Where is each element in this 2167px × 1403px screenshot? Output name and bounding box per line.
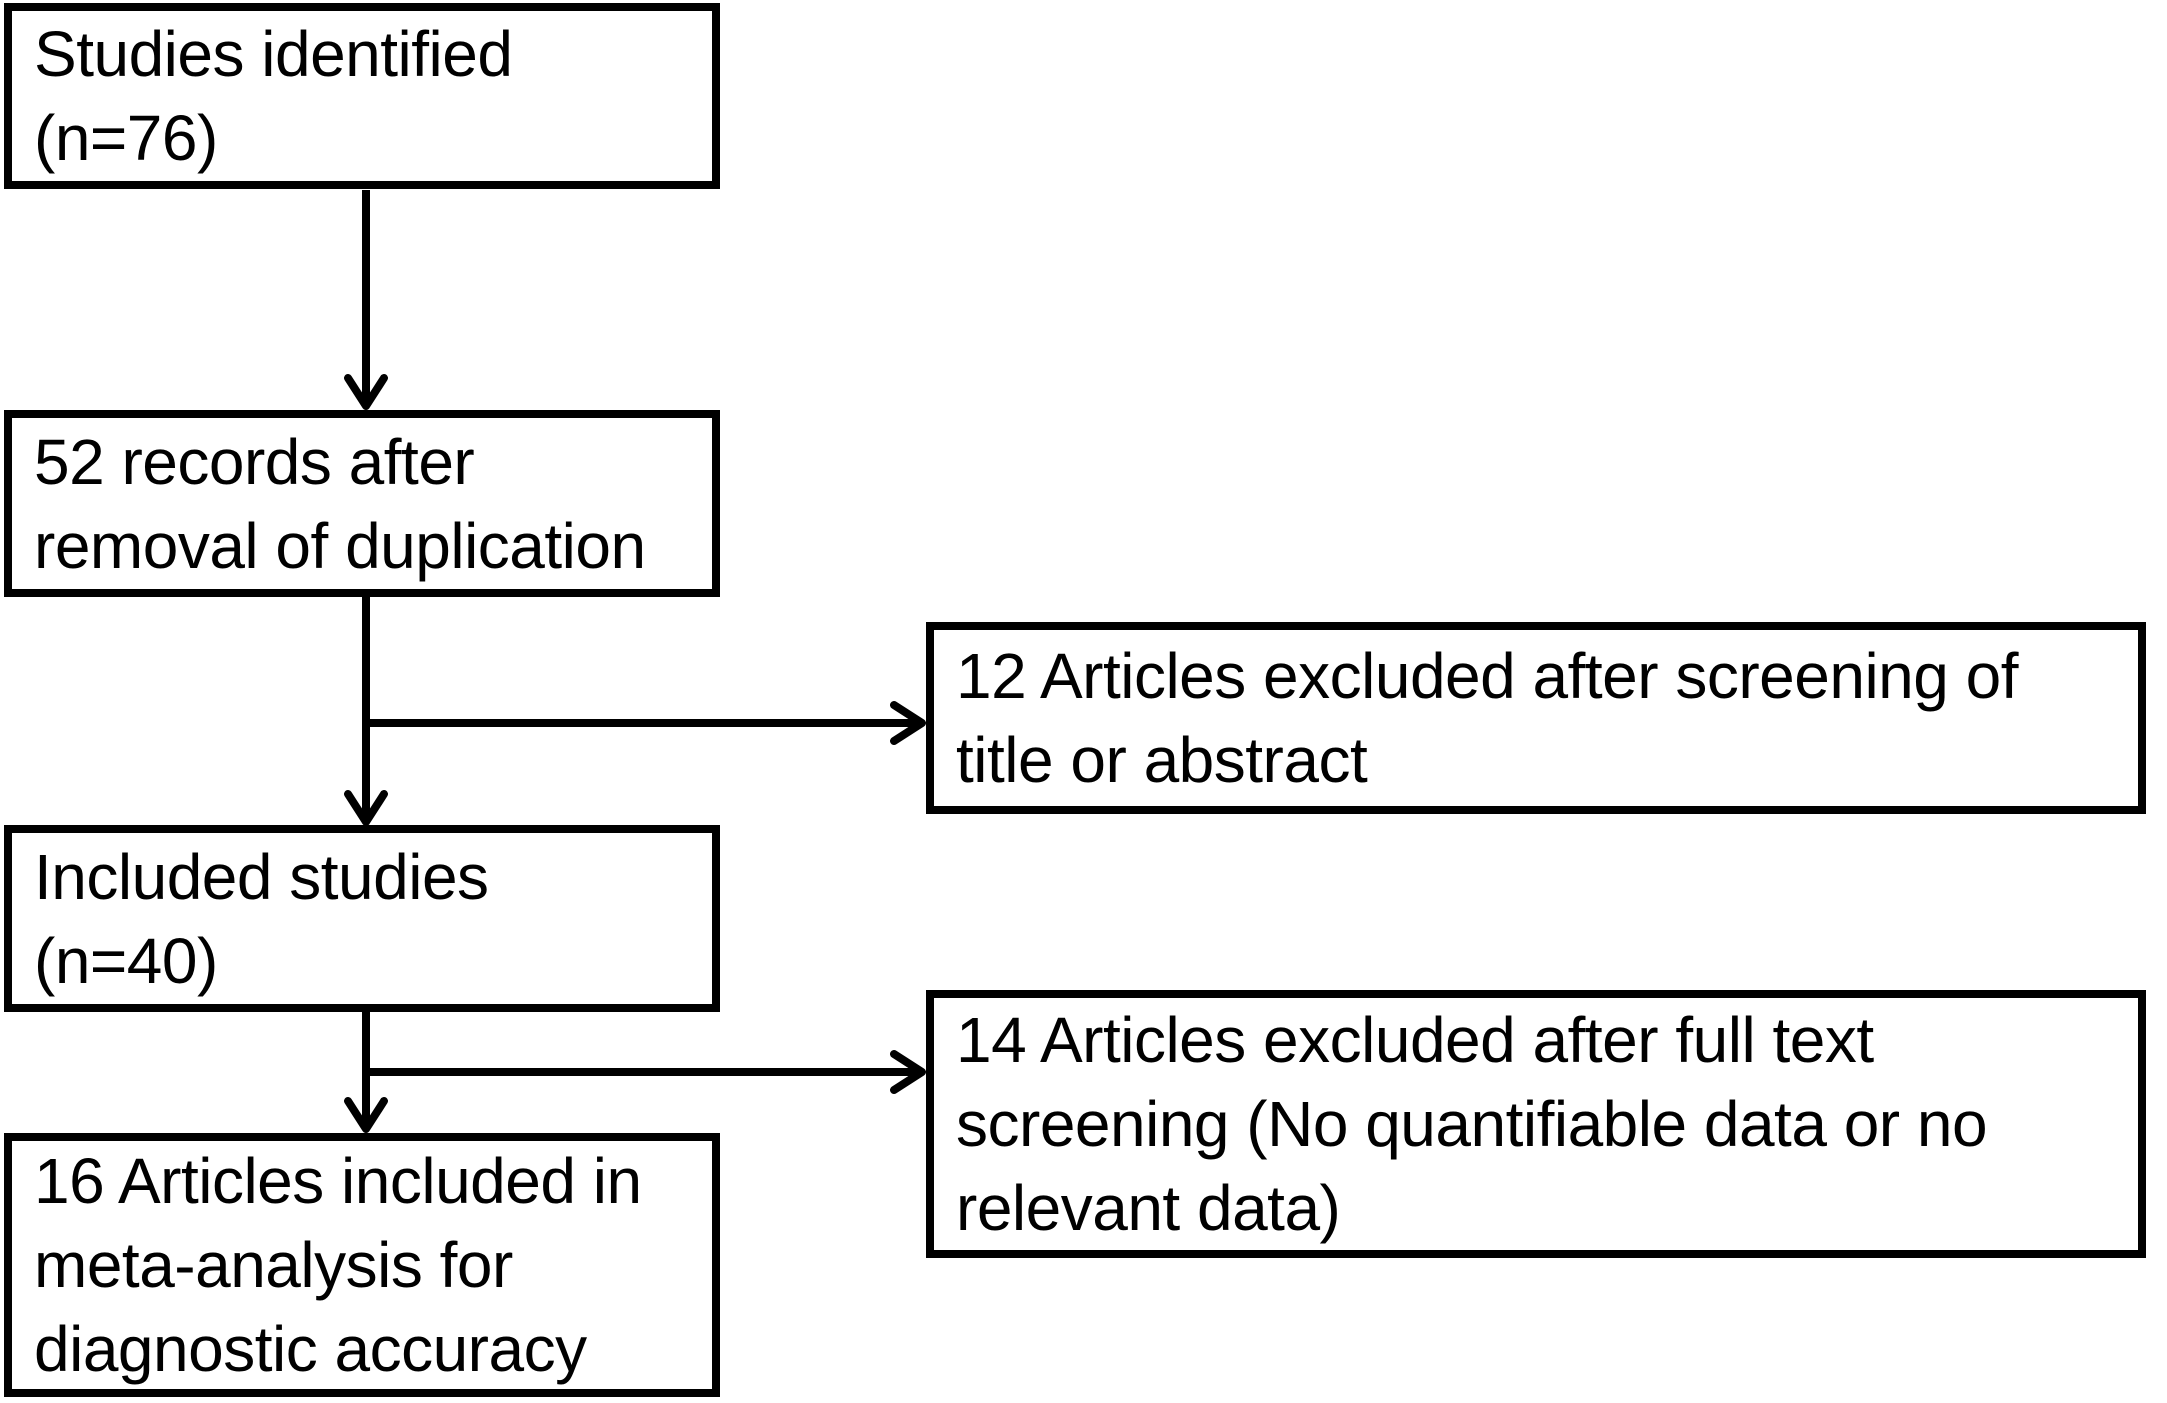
arrow-studies-to-records	[344, 190, 388, 410]
arrowhead-down-icon	[344, 790, 388, 826]
box-text-line: 14 Articles excluded after full text	[956, 1004, 1874, 1076]
box-text-line: Included studies	[34, 840, 489, 913]
arrow-records-to-included	[344, 597, 388, 826]
box-text-line: (n=40)	[34, 924, 218, 997]
box-text-line: 52 records after	[34, 425, 475, 498]
box-articles-included-meta-analysis: 16 Articles included in meta-analysis fo…	[4, 1133, 720, 1397]
box-text-line: 16 Articles included in	[34, 1145, 642, 1217]
box-text-line: meta-analysis for	[34, 1229, 513, 1301]
box-included-studies: Included studies (n=40)	[4, 825, 720, 1012]
arrowhead-right-icon	[890, 1050, 926, 1094]
box-records-after-duplication-removal: 52 records after removal of duplication	[4, 410, 720, 597]
box-text-line: removal of duplication	[34, 509, 646, 582]
arrowhead-right-icon	[890, 701, 926, 745]
box-text-line: relevant data)	[956, 1172, 1341, 1244]
box-text-line: (n=76)	[34, 102, 218, 174]
box-articles-excluded-title-abstract: 12 Articles excluded after screening of …	[926, 622, 2146, 814]
box-text-line: 12 Articles excluded after screening of	[956, 640, 2019, 712]
arrowhead-down-icon	[344, 1097, 388, 1133]
arrowhead-down-icon	[344, 374, 388, 410]
box-text-line: screening (No quantifiable data or no	[956, 1088, 1988, 1160]
box-text-line: diagnostic accuracy	[34, 1313, 587, 1385]
box-text-line: Studies identified	[34, 18, 513, 90]
box-text-line: title or abstract	[956, 724, 1368, 796]
box-studies-identified: Studies identified (n=76)	[4, 3, 720, 189]
arrow-records-to-excluded-title	[366, 701, 926, 745]
box-articles-excluded-full-text: 14 Articles excluded after full text scr…	[926, 990, 2146, 1258]
arrow-included-to-excluded-fulltext	[366, 1050, 926, 1094]
